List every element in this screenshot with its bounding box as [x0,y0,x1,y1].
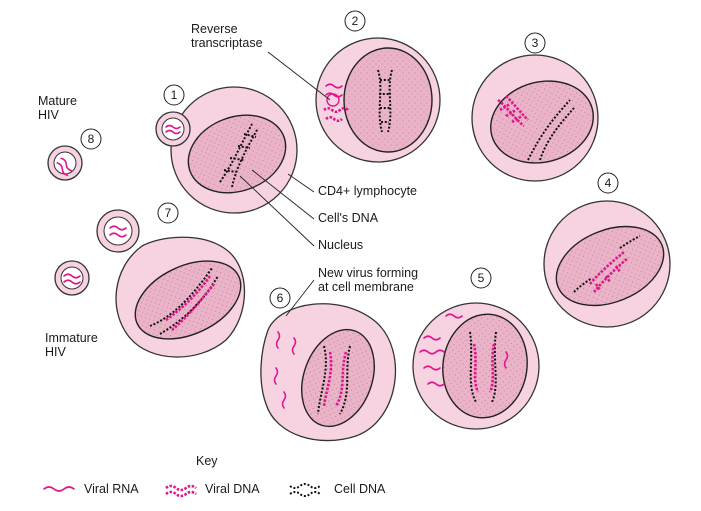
step-7-virus [96,209,140,253]
step-5-cell [412,302,540,430]
key-viral-dna-swatch [165,484,197,492]
leader-cells-dna [251,169,315,220]
key-title: Key [196,454,218,468]
key-cell-dna-swatch [289,483,321,489]
leader-new-virus [285,279,315,317]
label-mature-hiv-2: HIV [38,108,60,122]
step-1-cell [170,86,298,214]
label-cd4-lymphocyte: CD4+ lymphocyte [318,184,417,198]
step-6-marker: 6 [269,287,291,309]
label-immature-hiv-2: HIV [45,345,67,359]
leader-reverse-transcriptase [267,51,331,101]
label-nucleus: Nucleus [318,238,363,252]
step-4-marker: 4 [597,172,619,194]
label-new-virus-1: New virus forming [318,266,418,280]
leader-nucleus [239,175,315,247]
step-2-cell [315,37,441,163]
step-5-marker: 5 [470,267,492,289]
label-cells-dna: Cell's DNA [318,211,379,225]
mature-hiv-virus [47,145,83,181]
label-new-virus-2: at cell membrane [318,280,414,294]
label-reverse-transcriptase-1: Reverse [191,22,238,36]
label-reverse-transcriptase-2: transcriptase [191,36,263,50]
step-2-marker: 2 [344,10,366,32]
leader-cd4 [287,173,315,193]
step-8-number: 8 [88,132,95,146]
key-viral-rna-swatch [43,486,75,492]
key-viral-dna-label: Viral DNA [205,482,260,496]
step-2-number: 2 [352,14,359,28]
step-5-number: 5 [478,271,485,285]
label-immature-hiv-1: Immature [45,331,98,345]
step-6-cell [260,303,397,442]
step-6-number: 6 [277,291,284,305]
step-8-marker: 8 [80,128,102,150]
step-1-virus [155,111,191,147]
key-viral-rna-label: Viral RNA [84,482,139,496]
step-1-number: 1 [171,88,178,102]
step-1-marker: 1 [163,84,185,106]
step-3-cell [471,54,599,182]
key-cell-dna-label: Cell DNA [334,482,386,496]
step-7-marker: 7 [157,202,179,224]
immature-hiv-virus [54,260,90,296]
step-4-number: 4 [605,176,612,190]
step-4-cell [543,200,671,328]
step-7-cell [115,236,245,358]
step-3-marker: 3 [524,32,546,54]
label-mature-hiv-1: Mature [38,94,77,108]
step-3-number: 3 [532,36,539,50]
step-7-number: 7 [165,206,172,220]
